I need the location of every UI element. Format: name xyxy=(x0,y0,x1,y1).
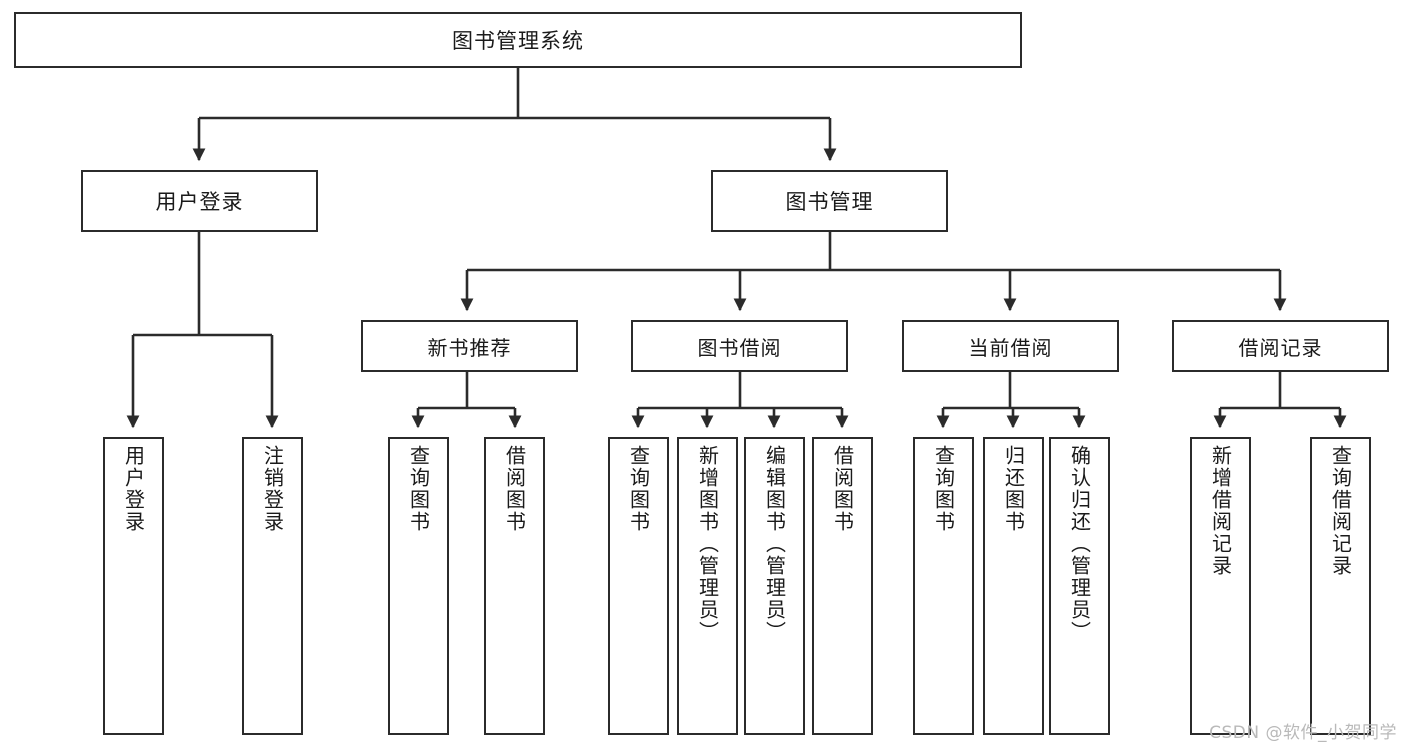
leaf-user-login-login[interactable]: 用户登录 xyxy=(103,437,164,735)
node-user-login-label: 用户登录 xyxy=(155,190,244,214)
leaf-new-book-borrow-label: 借阅图书 xyxy=(502,445,527,533)
leaf-current-borrow-query-label: 查询图书 xyxy=(931,445,956,533)
leaf-borrow-record-query-label: 查询借阅记录 xyxy=(1328,445,1353,577)
leaf-new-book-query[interactable]: 查询图书 xyxy=(388,437,449,735)
leaf-user-login-logout[interactable]: 注销登录 xyxy=(242,437,303,735)
leaf-current-borrow-confirm-label: 确认归还（管理员） xyxy=(1067,445,1092,643)
leaf-new-book-borrow[interactable]: 借阅图书 xyxy=(484,437,545,735)
leaf-book-borrow-query[interactable]: 查询图书 xyxy=(608,437,669,735)
leaf-borrow-record-add[interactable]: 新增借阅记录 xyxy=(1190,437,1251,735)
leaf-book-borrow-borrow[interactable]: 借阅图书 xyxy=(812,437,873,735)
leaf-book-borrow-add[interactable]: 新增图书（管理员） xyxy=(677,437,738,735)
leaf-book-borrow-borrow-label: 借阅图书 xyxy=(830,445,855,533)
leaf-current-borrow-return-label: 归还图书 xyxy=(1001,445,1026,533)
leaf-current-borrow-confirm[interactable]: 确认归还（管理员） xyxy=(1049,437,1110,735)
leaf-book-borrow-edit-label: 编辑图书（管理员） xyxy=(762,445,787,643)
leaf-new-book-query-label: 查询图书 xyxy=(406,445,431,533)
leaf-user-login-login-label: 用户登录 xyxy=(121,445,146,533)
leaf-current-borrow-return[interactable]: 归还图书 xyxy=(983,437,1044,735)
leaf-book-borrow-add-label: 新增图书（管理员） xyxy=(695,445,720,643)
node-book-management-label: 图书管理 xyxy=(785,190,874,214)
watermark: CSDN @软件_小贺同学 xyxy=(1209,723,1397,743)
leaf-current-borrow-query[interactable]: 查询图书 xyxy=(913,437,974,735)
node-user-login[interactable]: 用户登录 xyxy=(81,170,318,232)
node-current-borrow[interactable]: 当前借阅 xyxy=(902,320,1119,372)
node-new-book-recommend-label: 新书推荐 xyxy=(427,335,512,360)
node-root-label: 图书管理系统 xyxy=(452,29,584,53)
node-root[interactable]: 图书管理系统 xyxy=(14,12,1022,68)
node-book-management[interactable]: 图书管理 xyxy=(711,170,948,232)
node-new-book-recommend[interactable]: 新书推荐 xyxy=(361,320,578,372)
node-current-borrow-label: 当前借阅 xyxy=(968,335,1053,360)
leaf-user-login-logout-label: 注销登录 xyxy=(260,445,285,533)
leaf-book-borrow-edit[interactable]: 编辑图书（管理员） xyxy=(744,437,805,735)
node-book-borrow[interactable]: 图书借阅 xyxy=(631,320,848,372)
node-borrow-record[interactable]: 借阅记录 xyxy=(1172,320,1389,372)
leaf-book-borrow-query-label: 查询图书 xyxy=(626,445,651,533)
leaf-borrow-record-query[interactable]: 查询借阅记录 xyxy=(1310,437,1371,735)
leaf-borrow-record-add-label: 新增借阅记录 xyxy=(1208,445,1233,577)
node-borrow-record-label: 借阅记录 xyxy=(1238,335,1323,360)
node-book-borrow-label: 图书借阅 xyxy=(697,335,782,360)
